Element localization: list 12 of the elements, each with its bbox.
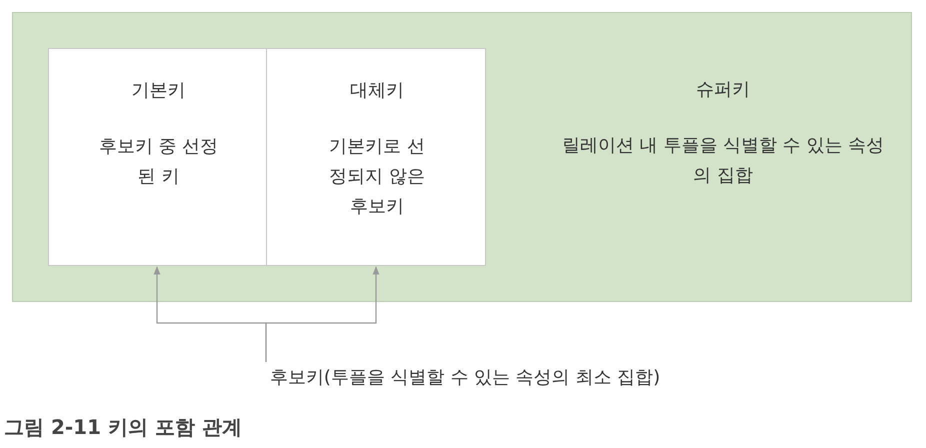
box-description: 릴레이션 내 투플을 식별할 수 있는 속성의 집합 <box>560 134 886 188</box>
key-box <box>48 48 267 266</box>
superkey-panel <box>12 12 912 302</box>
box-description: 기본키로 선정되지 않은 후보키 <box>328 135 426 219</box>
key-box <box>266 48 486 266</box>
arrow <box>265 266 380 362</box>
candidate-key-label: 후보키(투플을 식별할 수 있는 속성의 최소 집합) <box>270 366 660 390</box>
figure-caption: 그림 2-11 키의 포함 관계 <box>4 414 242 441</box>
box-title: 대체키 <box>349 79 405 103</box>
box-description: 후보키 중 선정된 키 <box>98 135 220 189</box>
box-title: 기본키 <box>130 79 186 103</box>
box-title: 슈퍼키 <box>695 78 751 102</box>
